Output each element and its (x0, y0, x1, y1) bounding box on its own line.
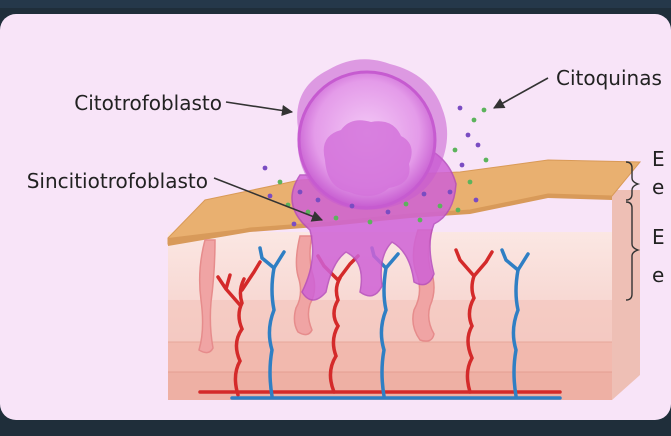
blastocyst (297, 59, 447, 210)
label-syncytiotrophoblast: Sincitiotrofoblasto (27, 169, 208, 193)
label-bracket-top-line2: e (652, 175, 664, 199)
label-cytotrophoblast: Citotrofoblasto (74, 91, 222, 115)
label-bracket-top-line1: E (652, 147, 665, 171)
label-bracket-bottom-line2: e (652, 263, 664, 287)
label-cytokines: Citoquinas (556, 66, 662, 90)
label-bracket-bottom-line1: E (652, 225, 665, 249)
